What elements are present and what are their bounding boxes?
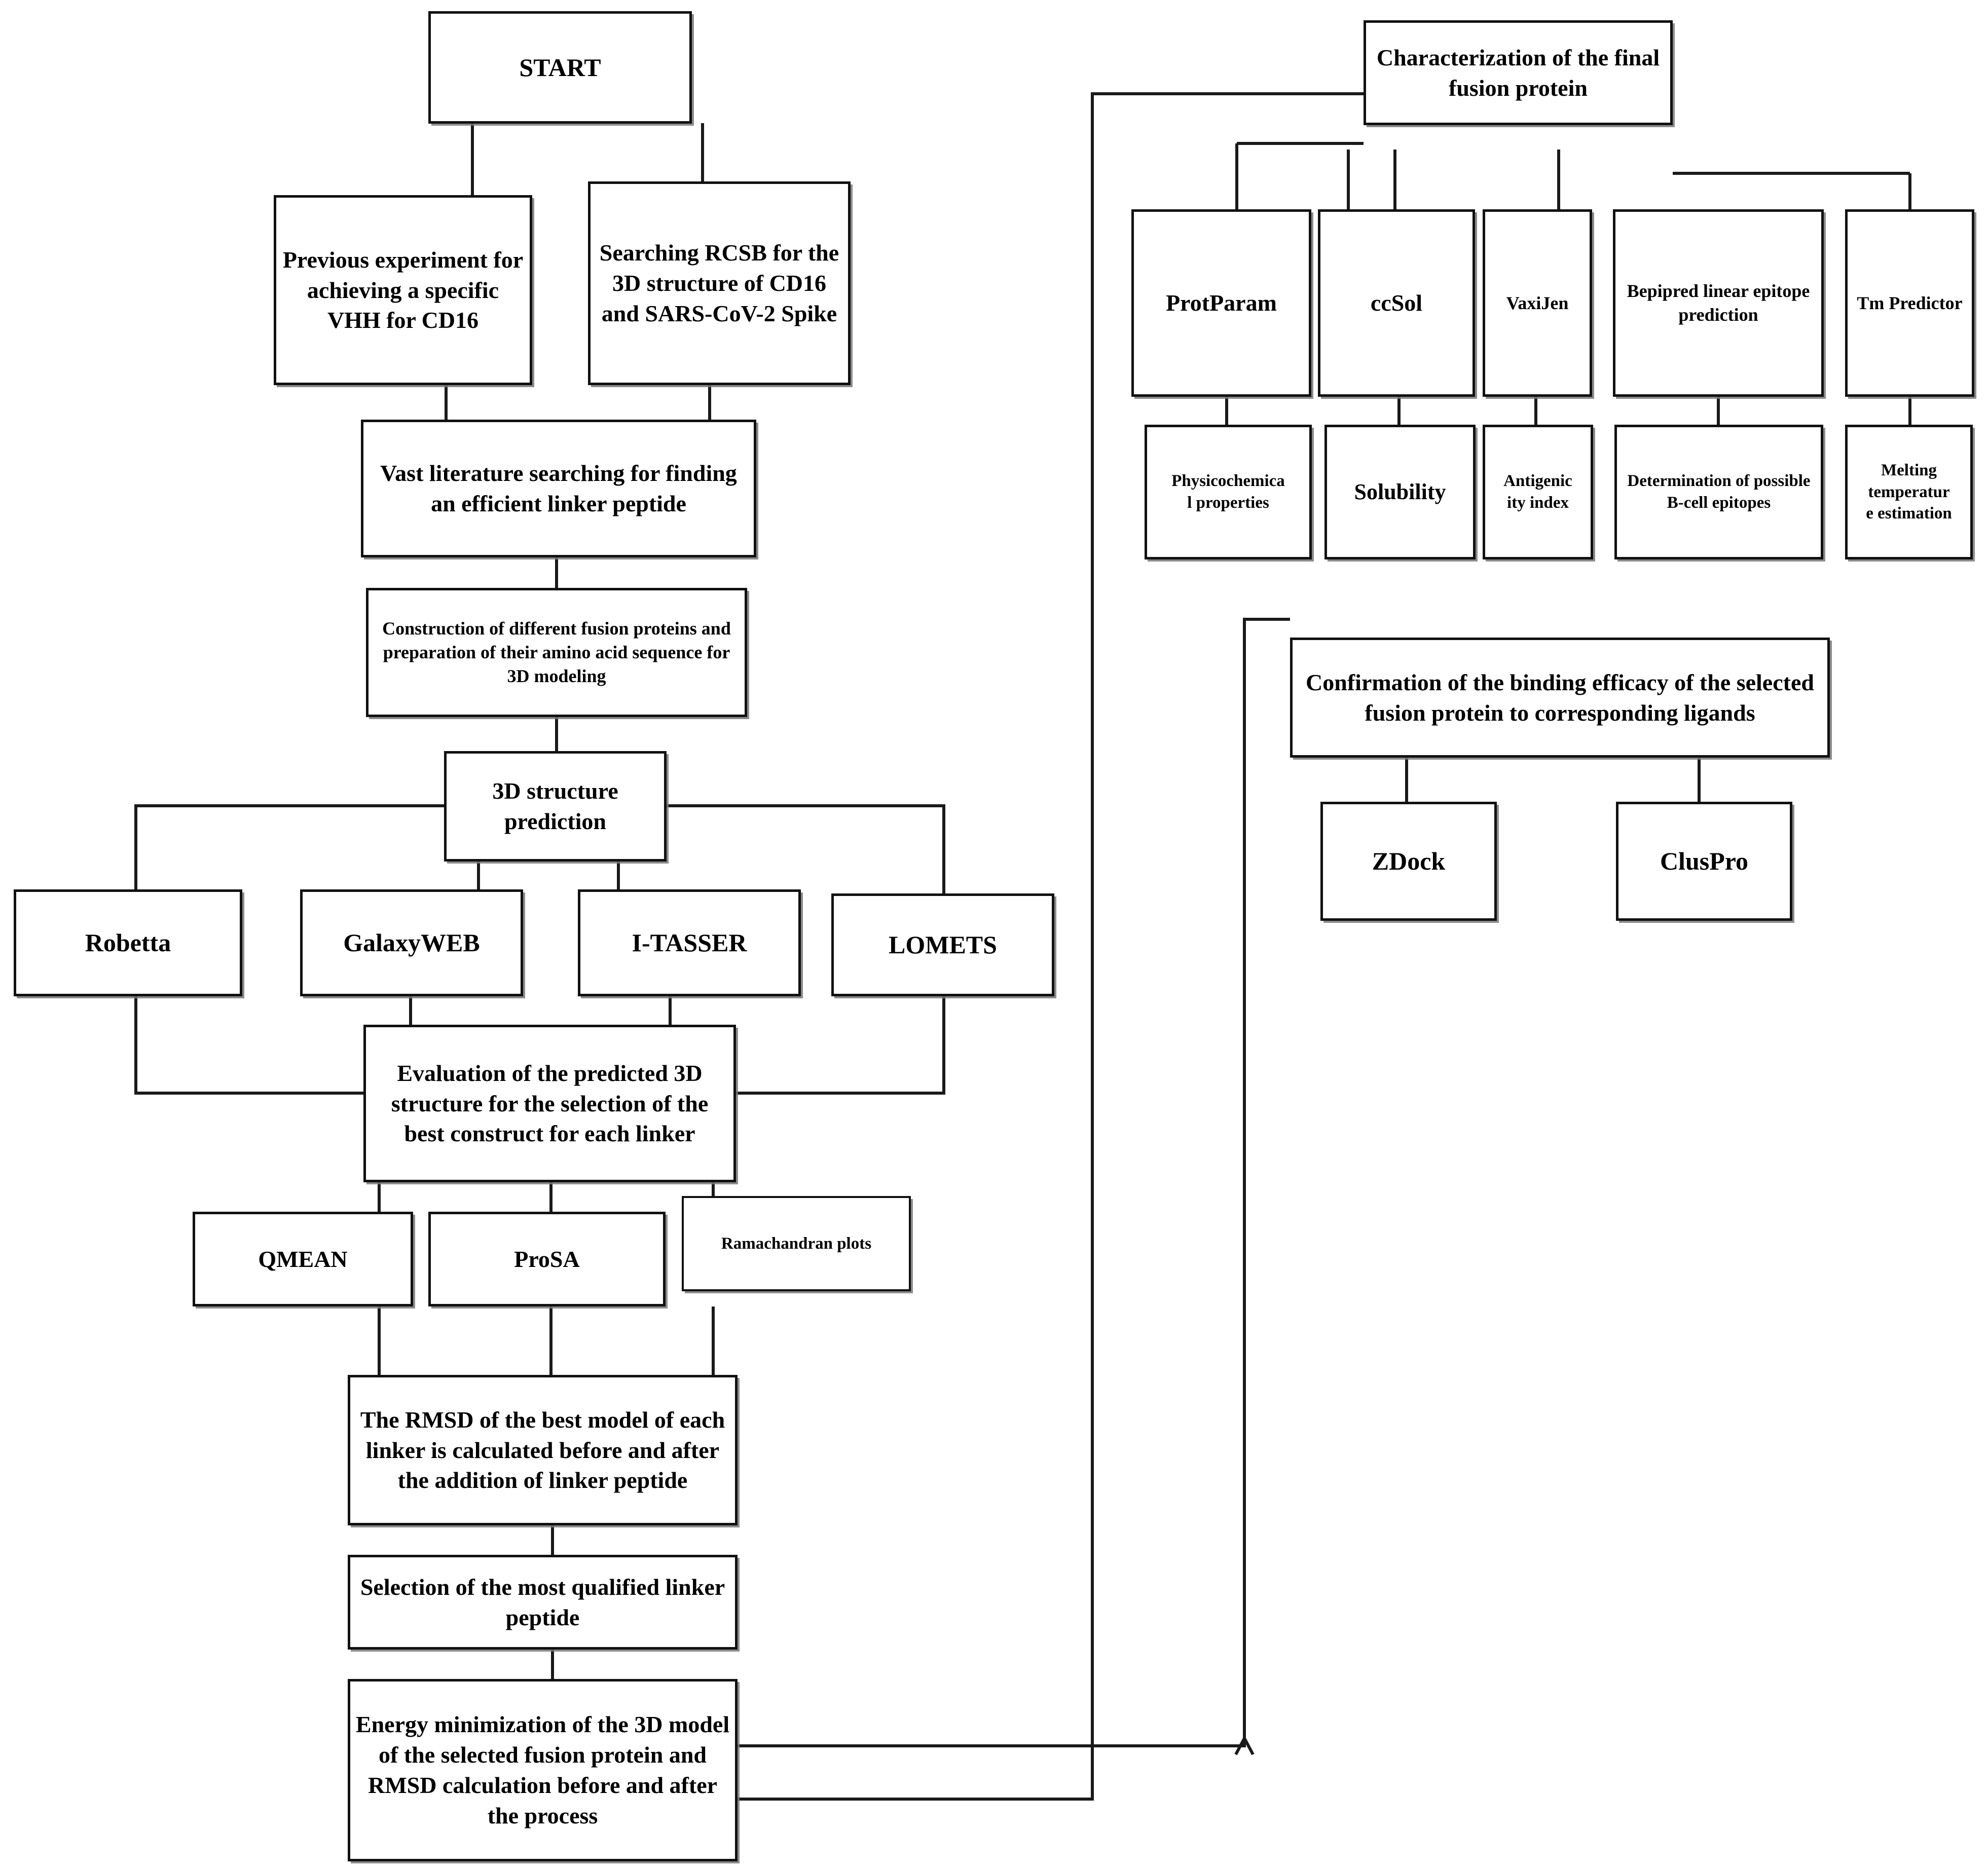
node-tm-predictor[interactable]: Tm Predictor [1845, 209, 1974, 397]
node-prosa-label: ProSA [514, 1246, 580, 1272]
node-itasser-label: I-TASSER [632, 928, 747, 957]
node-searching-rcsb[interactable]: Searching RCSB for the 3D structure of C… [588, 181, 851, 385]
node-cluspro-label: ClusPro [1660, 847, 1749, 875]
node-characterization[interactable]: Characterization of the final fusion pro… [1364, 20, 1673, 125]
node-ramachandran[interactable]: Ramachandran plots [682, 1196, 911, 1291]
node-rmsd[interactable]: The RMSD of the best model of each linke… [348, 1375, 738, 1525]
node-energy-minimization[interactable]: Energy minimization of the 3D model of t… [348, 1679, 738, 1861]
node-robetta[interactable]: Robetta [14, 889, 242, 996]
node-searching-rcsb-label: Searching RCSB for the 3D structure of C… [599, 240, 839, 326]
node-previous-experiment[interactable]: Previous experiment for achieving a spec… [274, 195, 532, 385]
node-qmean[interactable]: QMEAN [193, 1212, 413, 1306]
node-protparam[interactable]: ProtParam [1131, 209, 1311, 397]
wire-robetta-to-evaluation [134, 996, 363, 1095]
node-construction-label: Construction of different fusion protein… [382, 618, 731, 686]
node-solubility[interactable]: Solubility [1324, 425, 1476, 559]
node-bcell-epitopes-label: Determination of possible B-cell epitope… [1627, 472, 1811, 512]
node-ccsol-label: ccSol [1370, 290, 1423, 316]
node-energy-minimization-label: Energy minimization of the 3D model of t… [355, 1711, 730, 1828]
node-structure-prediction[interactable]: 3D structure prediction [444, 751, 667, 862]
node-antigenicity[interactable]: Antigenic ity index [1483, 425, 1593, 559]
node-literature-search[interactable]: Vast literature searching for finding an… [361, 420, 756, 557]
node-rmsd-label: The RMSD of the best model of each linke… [360, 1406, 725, 1493]
node-itasser[interactable]: I-TASSER [578, 889, 801, 996]
node-galaxyweb[interactable]: GalaxyWEB [300, 889, 523, 996]
node-solubility-label: Solubility [1354, 479, 1446, 505]
node-bepipred[interactable]: Bepipred linear epitope prediction [1613, 209, 1824, 397]
node-physicochemical[interactable]: Physicochemica l properties [1145, 425, 1312, 559]
node-zdock[interactable]: ZDock [1320, 802, 1497, 921]
node-vaxijen[interactable]: VaxiJen [1483, 209, 1592, 397]
wire-rail-crossing-arrow [1234, 1735, 1255, 1755]
node-literature-search-label: Vast literature searching for finding an… [380, 460, 737, 516]
wire-energymin-to-binding [738, 618, 1290, 1747]
node-construction[interactable]: Construction of different fusion protein… [366, 588, 747, 717]
node-characterization-label: Characterization of the final fusion pro… [1376, 44, 1660, 101]
node-protparam-label: ProtParam [1166, 290, 1277, 316]
node-antigenicity-label: Antigenic ity index [1503, 472, 1572, 512]
node-evaluation-label: Evaluation of the predicted 3D structure… [391, 1060, 709, 1147]
node-prosa[interactable]: ProSA [428, 1212, 666, 1306]
node-selection-label: Selection of the most qualified linker p… [360, 1574, 725, 1630]
node-binding-confirmation[interactable]: Confirmation of the binding efficacy of … [1290, 638, 1830, 758]
node-previous-experiment-label: Previous experiment for achieving a spec… [282, 246, 524, 333]
node-qmean-label: QMEAN [258, 1246, 348, 1272]
node-robetta-label: Robetta [85, 928, 171, 957]
node-binding-confirmation-label: Confirmation of the binding efficacy of … [1306, 669, 1814, 726]
node-physicochemical-label: Physicochemica l properties [1171, 472, 1285, 512]
node-ccsol[interactable]: ccSol [1318, 209, 1475, 397]
node-melting-temp[interactable]: Melting temperatur e estimation [1845, 425, 1973, 559]
node-lomets[interactable]: LOMETS [831, 893, 1054, 996]
node-structure-prediction-label: 3D structure prediction [492, 778, 618, 834]
node-bcell-epitopes[interactable]: Determination of possible B-cell epitope… [1614, 425, 1823, 559]
node-lomets-label: LOMETS [889, 930, 997, 959]
node-evaluation[interactable]: Evaluation of the predicted 3D structure… [363, 1025, 736, 1182]
node-selection[interactable]: Selection of the most qualified linker p… [348, 1555, 738, 1650]
node-tm-predictor-label: Tm Predictor [1857, 292, 1963, 313]
node-zdock-label: ZDock [1372, 847, 1446, 875]
node-start[interactable]: START [428, 11, 692, 124]
wire-lomets-to-evaluation [736, 996, 945, 1095]
node-start-label: START [519, 53, 601, 82]
node-galaxyweb-label: GalaxyWEB [343, 928, 480, 957]
node-bepipred-label: Bepipred linear epitope prediction [1627, 281, 1810, 325]
node-vaxijen-label: VaxiJen [1506, 292, 1569, 313]
node-melting-temp-label: Melting temperatur e estimation [1866, 461, 1952, 523]
node-cluspro[interactable]: ClusPro [1616, 802, 1792, 921]
node-ramachandran-label: Ramachandran plots [721, 1234, 872, 1253]
